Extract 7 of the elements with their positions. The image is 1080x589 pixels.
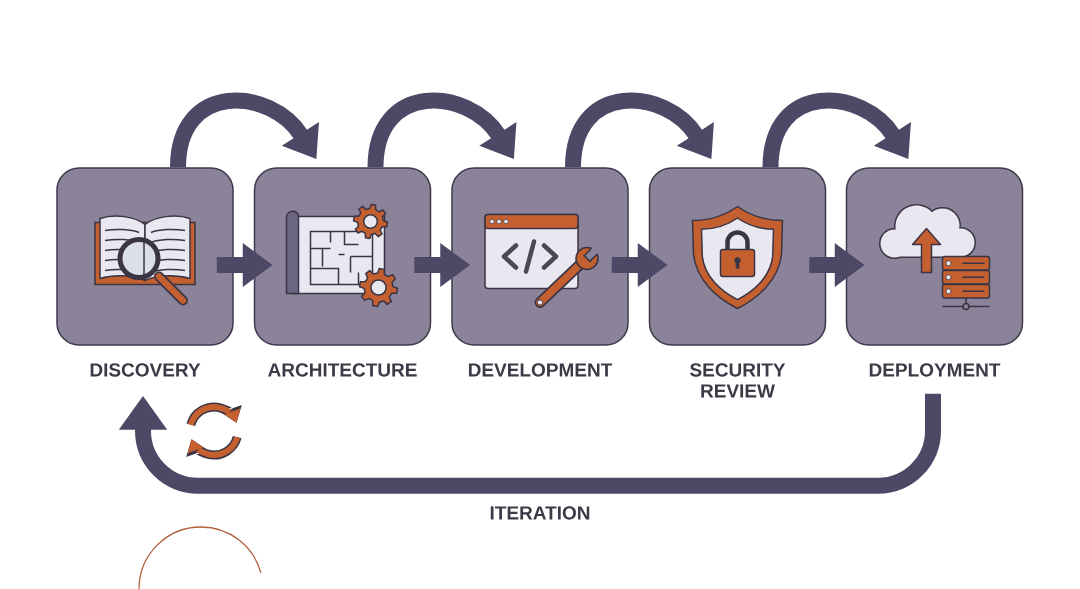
edge-label: ITERATION <box>488 505 592 521</box>
step-label: SECURITY REVIEW <box>690 363 786 398</box>
return-arrow <box>118 393 941 494</box>
step-label: ARCHITECTURE <box>268 363 417 377</box>
step-label: DEPLOYMENT <box>869 363 1001 377</box>
step-label: DISCOVERY <box>90 363 201 377</box>
step-label: DEVELOPMENT <box>468 363 613 377</box>
